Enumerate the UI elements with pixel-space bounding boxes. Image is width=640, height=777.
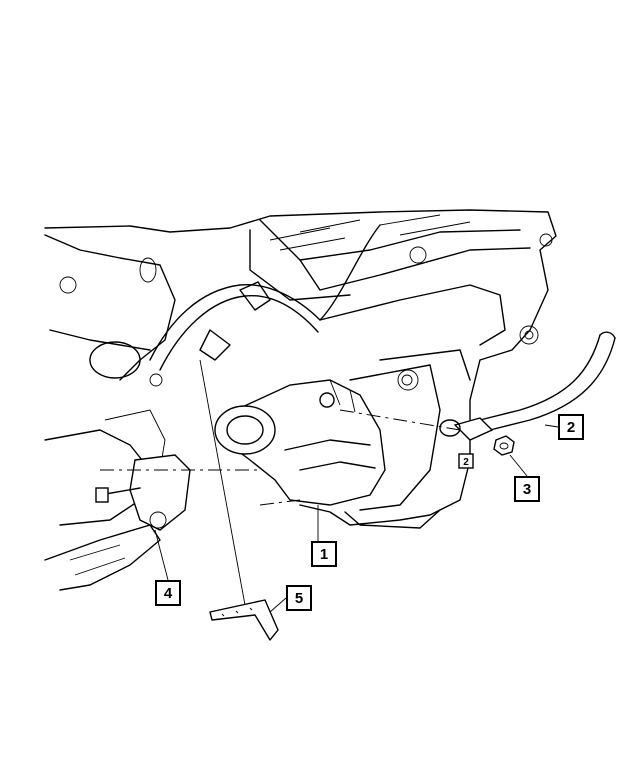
transmission-housing <box>44 234 176 591</box>
torque-marker-box <box>458 453 474 469</box>
leader-5b <box>199 359 246 606</box>
callout-3: 3 <box>514 476 540 502</box>
leader-5 <box>269 597 287 613</box>
starter-bracket <box>95 454 191 531</box>
leader-4 <box>154 529 169 581</box>
nut <box>493 435 515 456</box>
terminal-axis <box>339 409 461 431</box>
callout-2: 2 <box>558 414 584 440</box>
callout-5: 5 <box>286 585 312 611</box>
nut-marking: 2 <box>463 457 469 468</box>
leader-3 <box>509 454 528 477</box>
heat-shield-strap <box>209 599 279 641</box>
battery-cable <box>439 331 616 441</box>
engine-block <box>44 209 557 529</box>
callout-1: 1 <box>311 541 337 567</box>
wiring-harness <box>149 224 381 387</box>
callout-4: 4 <box>155 580 181 606</box>
starter-motor <box>214 379 386 506</box>
leader-2 <box>544 424 559 428</box>
starter-bolt-axis <box>259 499 301 506</box>
